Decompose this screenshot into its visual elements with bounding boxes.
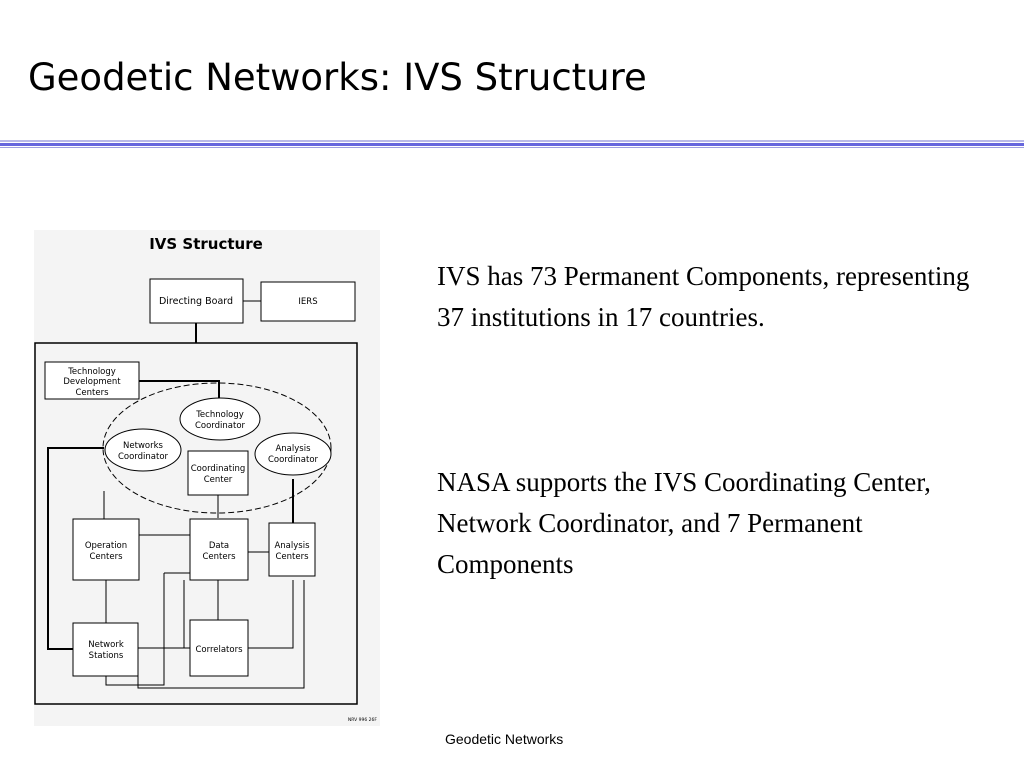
- tech-dev-centers-label-2: Development: [63, 377, 121, 387]
- title-divider-lower: [0, 147, 1024, 148]
- coordinating-center-box: [187, 450, 249, 496]
- networks-coordinator-label-2: Coordinator: [118, 452, 169, 462]
- title-divider-light: [0, 140, 1024, 142]
- data-centers-box: [189, 518, 249, 581]
- analysis-centers-label-2: Centers: [275, 552, 309, 562]
- slide-title: Geodetic Networks: IVS Structure: [28, 56, 647, 99]
- network-stations-label-1: Network: [88, 640, 124, 650]
- technology-coordinator-label-1: Technology: [195, 410, 244, 420]
- network-stations-label-2: Stations: [89, 651, 124, 661]
- analysis-coordinator-label-1: Analysis: [275, 444, 311, 454]
- analysis-centers-box: [268, 522, 316, 577]
- paragraph-nasa-support: NASA supports the IVS Coordinating Cente…: [437, 467, 931, 579]
- diagram-title: IVS Structure: [149, 235, 263, 253]
- operation-centers-label-2: Centers: [89, 552, 123, 562]
- connector-lines: [47, 300, 305, 689]
- slide-footer: Geodetic Networks: [445, 731, 564, 747]
- correlators-box: [189, 619, 249, 677]
- technology-development-centers-box: [44, 361, 140, 400]
- networks-coordinator-label-1: Networks: [123, 441, 163, 451]
- technology-coordinator-label-2: Coordinator: [195, 421, 246, 431]
- iers-box: [260, 281, 356, 322]
- operation-centers-label-1: Operation: [85, 541, 127, 551]
- directing-board-box: [149, 278, 244, 324]
- directing-board-label: Directing Board: [159, 296, 233, 307]
- networks-coordinator-ellipse: [104, 428, 182, 472]
- analysis-coordinator-label-2: Coordinator: [268, 455, 319, 465]
- analysis-centers-label-1: Analysis: [274, 541, 310, 551]
- correlators-label: Correlators: [195, 645, 243, 655]
- analysis-coordinator-ellipse: [254, 432, 332, 476]
- ivs-structure-diagram: IVS Structure: [34, 230, 380, 726]
- data-centers-label-2: Centers: [202, 552, 236, 562]
- title-divider: [0, 143, 1024, 146]
- tech-dev-centers-label-1: Technology: [67, 367, 116, 377]
- network-stations-box: [72, 622, 139, 677]
- figure-code: NRV 996 26F: [348, 717, 378, 723]
- coordinators-group-ellipse: [102, 382, 332, 514]
- technology-coordinator-ellipse: [179, 397, 261, 441]
- data-centers-label-1: Data: [209, 541, 229, 551]
- iers-label: IERS: [298, 297, 317, 307]
- coordinating-center-label-1: Coordinating: [191, 464, 246, 474]
- operation-centers-box: [72, 518, 140, 581]
- coordinating-center-label-2: Center: [204, 475, 233, 485]
- paragraph-components: IVS has 73 Permanent Components, represe…: [437, 261, 970, 332]
- tech-dev-centers-label-3: Centers: [75, 388, 109, 398]
